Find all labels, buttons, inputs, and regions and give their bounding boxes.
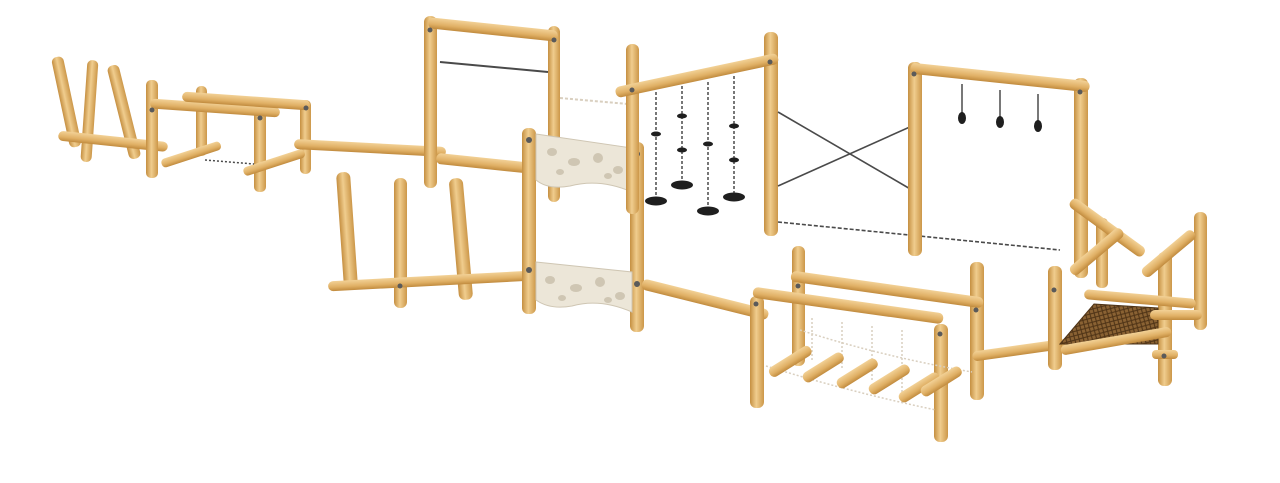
ramp-beam <box>1069 198 1145 257</box>
post <box>970 262 984 400</box>
post <box>750 296 764 408</box>
post <box>1194 212 1207 330</box>
lower-beam <box>436 153 536 174</box>
post <box>522 128 536 314</box>
ramp-beam <box>1069 228 1124 275</box>
bolts <box>149 27 1167 359</box>
climbing-wall <box>522 128 644 332</box>
top-beam <box>790 271 984 308</box>
top-beam <box>428 17 558 42</box>
stump <box>394 178 407 308</box>
ground-beam <box>58 131 168 152</box>
post <box>908 62 922 256</box>
balance-bars-group <box>146 80 311 192</box>
stump <box>336 172 358 290</box>
ground-beam <box>328 270 532 292</box>
post <box>146 80 158 178</box>
post <box>1048 266 1062 370</box>
top-beam <box>752 287 944 324</box>
cross-beam <box>1084 289 1196 309</box>
stepping-stumps-group <box>328 172 532 308</box>
top-beam <box>910 63 1090 92</box>
bar <box>182 91 310 111</box>
balance-beam <box>294 139 446 157</box>
post <box>764 32 778 236</box>
bridge-log-rungs <box>768 345 962 403</box>
climbing-holds <box>545 148 625 303</box>
post <box>300 100 311 174</box>
cross-beam <box>1150 310 1202 320</box>
chain <box>204 159 255 165</box>
hanging-discs-frame <box>615 32 779 236</box>
traverse-rope <box>439 61 549 73</box>
post <box>626 44 639 214</box>
leaning-log <box>51 56 81 148</box>
stump <box>449 178 473 300</box>
log-rope-bridge <box>750 246 984 442</box>
leaning-log <box>107 65 141 159</box>
hanging-ropes <box>655 76 735 210</box>
net-ramp-structure <box>1048 198 1207 386</box>
ramp-beam <box>1141 230 1196 277</box>
gym-rings-frame <box>908 62 1090 278</box>
leaning-logs-group <box>51 56 168 162</box>
cross-beam <box>1060 327 1172 355</box>
traverse-rope <box>559 97 629 105</box>
ring-ropes <box>961 84 1039 124</box>
swing-discs <box>645 180 745 216</box>
balance-beam <box>641 279 769 320</box>
bar <box>161 141 221 168</box>
bar <box>150 98 280 118</box>
post <box>1074 78 1088 278</box>
climbing-panel <box>535 261 633 313</box>
climbing-panel <box>535 133 633 193</box>
bar <box>243 149 305 176</box>
top-beam <box>615 53 779 98</box>
leaning-log <box>80 60 99 162</box>
hanging-rings <box>958 112 1042 132</box>
post <box>424 16 437 188</box>
rope-knots <box>651 113 739 163</box>
